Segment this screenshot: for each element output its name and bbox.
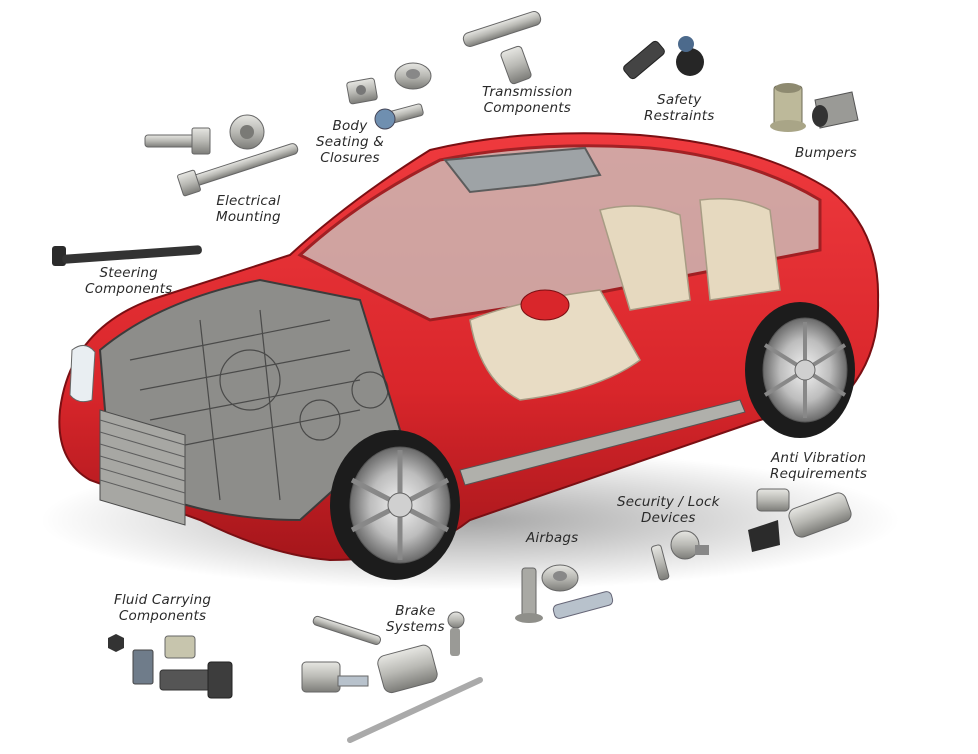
label-anti-vibration-requirements: Anti Vibration Requirements bbox=[770, 450, 867, 482]
label-line: Transmission bbox=[482, 84, 573, 100]
parts-safety-restraints bbox=[623, 36, 704, 80]
label-transmission-components: Transmission Components bbox=[482, 84, 573, 116]
label-line: Devices bbox=[640, 510, 696, 526]
label-line: Brake bbox=[395, 603, 436, 619]
label-line: Body bbox=[332, 118, 368, 134]
parts-fluid-carrying bbox=[108, 634, 233, 699]
label-electrical-mounting: Electrical Mounting bbox=[216, 193, 281, 225]
label-line: Mounting bbox=[216, 209, 281, 225]
parts-transmission-components bbox=[462, 11, 542, 85]
label-line: Airbags bbox=[526, 530, 579, 546]
car-body bbox=[58, 132, 880, 562]
label-line: Safety bbox=[657, 92, 702, 108]
label-line: Components bbox=[118, 608, 207, 624]
parts-security-lock bbox=[650, 530, 709, 581]
parts-body-seating-closures bbox=[346, 62, 432, 130]
label-fluid-carrying-components: Fluid Carrying Components bbox=[114, 592, 211, 624]
label-line: Components bbox=[483, 100, 571, 116]
rear-wheel bbox=[745, 302, 855, 438]
label-line: Electrical bbox=[216, 193, 281, 209]
label-line: Restraints bbox=[644, 108, 715, 124]
label-line: Bumpers bbox=[795, 145, 857, 161]
label-line: Steering bbox=[99, 265, 158, 281]
label-safety-restraints: Safety Restraints bbox=[644, 92, 714, 124]
label-line: Requirements bbox=[770, 466, 868, 482]
front-wheel bbox=[330, 430, 460, 580]
label-body-seating-closures: Body Seating & Closures bbox=[316, 118, 384, 166]
label-steering-components: Steering Components bbox=[85, 265, 172, 297]
label-line: Fluid Carrying bbox=[114, 592, 212, 608]
parts-anti-vibration bbox=[748, 488, 852, 552]
parts-bumpers bbox=[770, 83, 859, 132]
label-line: Components bbox=[85, 281, 173, 297]
label-line: Closures bbox=[320, 150, 380, 166]
parts-brake-systems bbox=[301, 611, 483, 743]
label-bumpers: Bumpers bbox=[795, 145, 857, 161]
label-brake-systems: Brake Systems bbox=[386, 603, 445, 635]
parts-electrical-mounting bbox=[144, 114, 299, 197]
parts-airbags bbox=[515, 564, 614, 623]
label-line: Systems bbox=[386, 619, 445, 635]
label-security-lock-devices: Security / Lock Devices bbox=[617, 494, 720, 526]
label-airbags: Airbags bbox=[526, 530, 578, 546]
label-line: Anti Vibration bbox=[771, 450, 867, 466]
label-line: Seating & bbox=[316, 134, 384, 150]
parts-steering-components bbox=[52, 245, 202, 266]
label-line: Security / Lock bbox=[617, 494, 720, 510]
